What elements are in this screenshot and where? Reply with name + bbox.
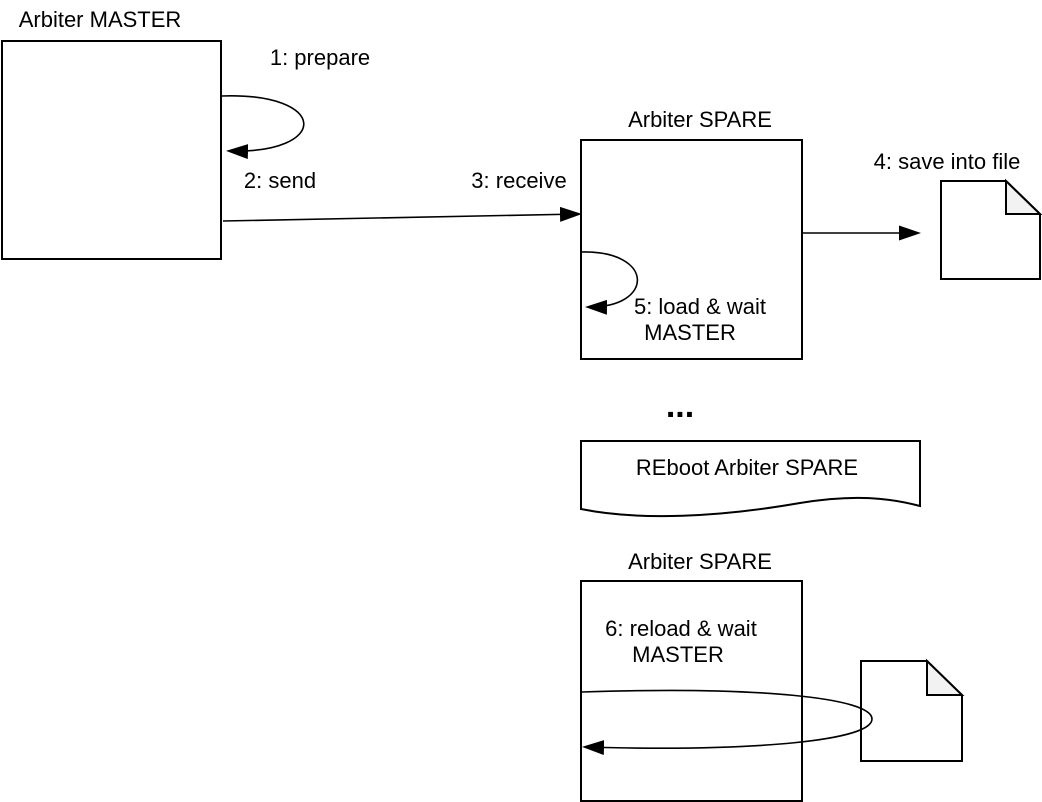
master-node-box [1, 40, 222, 260]
load-wait-self-loop-arrow [580, 251, 639, 315]
load-wait-label-line1: 5: load & wait [634, 294, 766, 319]
receive-step-label: 3: receive [471, 168, 566, 193]
reboot-note-label: REboot Arbiter SPARE [636, 455, 858, 480]
spare-top-node-box [580, 139, 803, 360]
ellipsis-text: ... [666, 387, 694, 425]
document-icon [860, 658, 965, 762]
document-icon-fold [926, 658, 965, 696]
save-step-label: 4: save into file [874, 149, 1021, 174]
load-wait-label-line2: MASTER [644, 320, 736, 345]
spare-bottom-node-label: Arbiter SPARE [628, 549, 772, 574]
document-icon-body [860, 660, 963, 762]
document-icon [940, 178, 1042, 280]
reboot-note-shape [580, 440, 921, 518]
spare-top-node-label: Arbiter SPARE [628, 107, 772, 132]
send-step-label: 2: send [244, 168, 316, 193]
master-node-label: Arbiter MASTER [19, 7, 182, 32]
send-receive-arrow [222, 206, 582, 222]
reload-wait-label-line1: 6: reload & wait [605, 616, 757, 641]
prepare-self-loop-arrow [220, 95, 305, 160]
reload-wait-label-line2: MASTER [632, 642, 724, 667]
reload-loop-arrow [581, 689, 873, 756]
document-icon-body [940, 180, 1041, 280]
document-icon-fold [1005, 178, 1042, 215]
prepare-step-label: 1: prepare [270, 45, 370, 70]
